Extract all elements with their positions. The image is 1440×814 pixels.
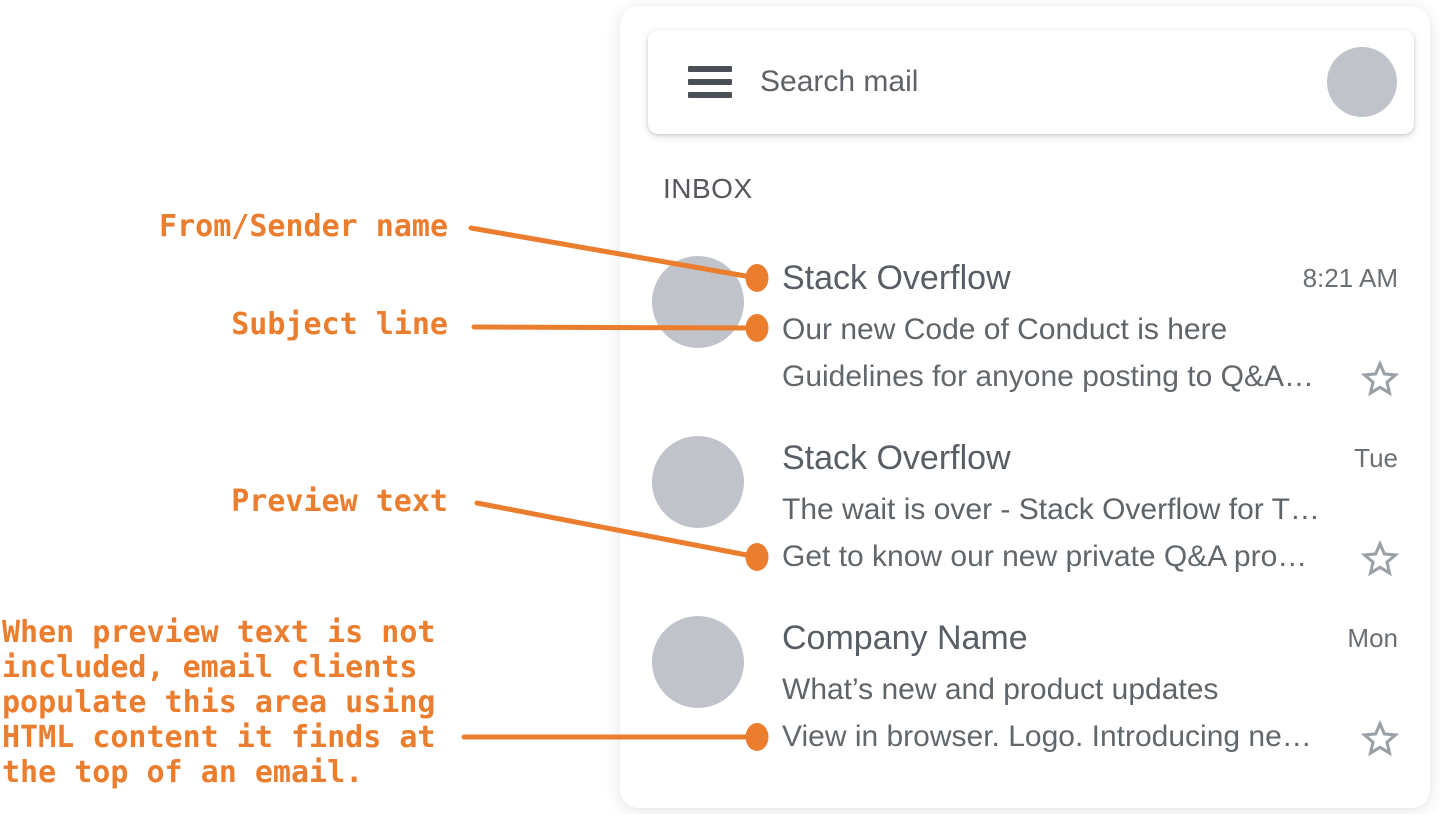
annotation-from-sender-label: From/Sender name <box>159 209 448 244</box>
hamburger-menu-icon[interactable] <box>688 66 732 98</box>
email-row[interactable]: Company Name Mon What’s new and product … <box>620 610 1430 790</box>
annotation-note-line: populate this area using <box>2 685 436 720</box>
email-sender: Stack Overflow <box>782 439 1011 477</box>
email-preview: Get to know our new private Q&A pro… <box>782 540 1308 573</box>
annotation-note-line: HTML content it finds at <box>2 720 436 755</box>
sender-avatar <box>652 616 744 708</box>
search-input[interactable]: Search mail <box>760 65 919 98</box>
annotation-note-line: the top of an email. <box>2 755 364 790</box>
sender-avatar <box>652 256 744 348</box>
inbox-heading: INBOX <box>663 173 753 204</box>
email-time: Tue <box>1354 443 1398 473</box>
email-sender: Stack Overflow <box>782 259 1011 297</box>
email-subject: What’s new and product updates <box>782 673 1219 706</box>
email-row[interactable]: Stack Overflow Tue The wait is over - St… <box>620 430 1430 610</box>
sender-avatar <box>652 436 744 528</box>
star-outline-icon[interactable] <box>1357 716 1403 762</box>
email-sender: Company Name <box>782 619 1028 657</box>
email-preview: Guidelines for anyone posting to Q&A… <box>782 360 1314 393</box>
annotation-subject-label: Subject line <box>231 307 448 342</box>
email-time: Mon <box>1347 623 1398 653</box>
email-time: 8:21 AM <box>1302 263 1398 293</box>
account-avatar[interactable] <box>1327 47 1397 117</box>
email-row[interactable]: Stack Overflow 8:21 AM Our new Code of C… <box>620 250 1430 430</box>
star-outline-icon[interactable] <box>1357 356 1403 402</box>
email-subject: Our new Code of Conduct is here <box>782 313 1228 346</box>
search-bar[interactable]: Search mail <box>648 30 1414 134</box>
email-client-card: Search mail INBOX Stack Overflow 8:21 AM… <box>620 6 1430 808</box>
annotation-note-line: included, email clients <box>2 650 418 685</box>
email-subject: The wait is over - Stack Overflow for T… <box>782 493 1320 526</box>
star-outline-icon[interactable] <box>1357 536 1403 582</box>
annotation-note: When preview text is not included, email… <box>2 615 435 790</box>
email-preview: View in browser. Logo. Introducing ne… <box>782 720 1312 753</box>
annotation-note-line: When preview text is not <box>2 615 436 650</box>
annotation-preview-label: Preview text <box>231 484 448 519</box>
